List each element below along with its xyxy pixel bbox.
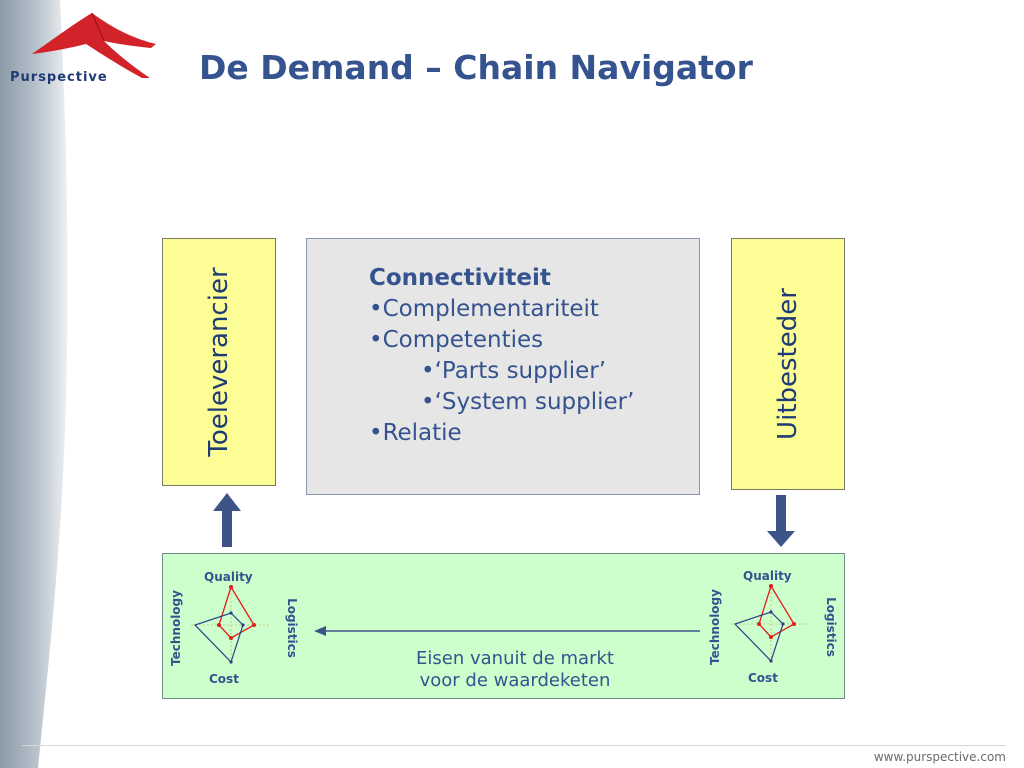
- toeleverancier-box: Toeleverancier: [162, 238, 276, 486]
- uitbesteder-box: Uitbesteder: [731, 238, 845, 490]
- left-arrow-icon: [314, 626, 700, 636]
- bullet-item: •Relatie: [369, 420, 462, 446]
- footer-url[interactable]: www.purspective.com: [873, 750, 1006, 764]
- radar-technology-label: Technology: [169, 590, 183, 666]
- connectiviteit-box: Connectiviteit •Complementariteit •Compe…: [306, 238, 700, 495]
- uitbesteder-label: Uitbesteder: [773, 288, 803, 440]
- radar-logistics-label: Logistics: [824, 597, 838, 657]
- sub-bullet-item: •‘System supplier’: [421, 389, 635, 415]
- radar-diagram-left: Quality Cost Technology Logistics: [166, 566, 306, 694]
- sub-bullet-item: •‘Parts supplier’: [421, 358, 607, 384]
- market-requirements-box: [162, 553, 845, 699]
- up-arrow-icon: [213, 493, 241, 547]
- down-arrow-icon: [767, 495, 795, 547]
- connectiviteit-content: Connectiviteit •Complementariteit •Compe…: [369, 263, 634, 449]
- radar-chart-icon: [731, 584, 811, 664]
- radar-logistics-label: Logistics: [285, 598, 299, 658]
- caption-line-1: Eisen vanuit de markt: [416, 648, 614, 669]
- caption-line-2: voor de waardeketen: [419, 670, 611, 691]
- toeleverancier-label: Toeleverancier: [204, 267, 234, 457]
- connectiviteit-heading: Connectiviteit: [369, 265, 551, 291]
- page-title: De Demand – Chain Navigator: [199, 48, 753, 87]
- radar-chart-icon: [191, 585, 271, 665]
- bullet-item: •Competenties: [369, 327, 544, 353]
- radar-diagram-right: Quality Cost Technology Logistics: [705, 565, 845, 693]
- radar-cost-label: Cost: [748, 671, 778, 685]
- bullet-item: •Complementariteit: [369, 296, 599, 322]
- logo-text: Purspective: [10, 70, 108, 85]
- radar-technology-label: Technology: [708, 589, 722, 665]
- footer-divider: [22, 745, 1006, 746]
- market-caption: Eisen vanuit de markt voor de waardekete…: [395, 648, 635, 692]
- left-decorative-band: [0, 0, 68, 768]
- radar-cost-label: Cost: [209, 672, 239, 686]
- logo-roof-icon: [32, 12, 156, 78]
- radar-quality-label: Quality: [204, 570, 253, 584]
- radar-quality-label: Quality: [743, 569, 792, 583]
- purspective-logo: Purspective: [0, 8, 165, 88]
